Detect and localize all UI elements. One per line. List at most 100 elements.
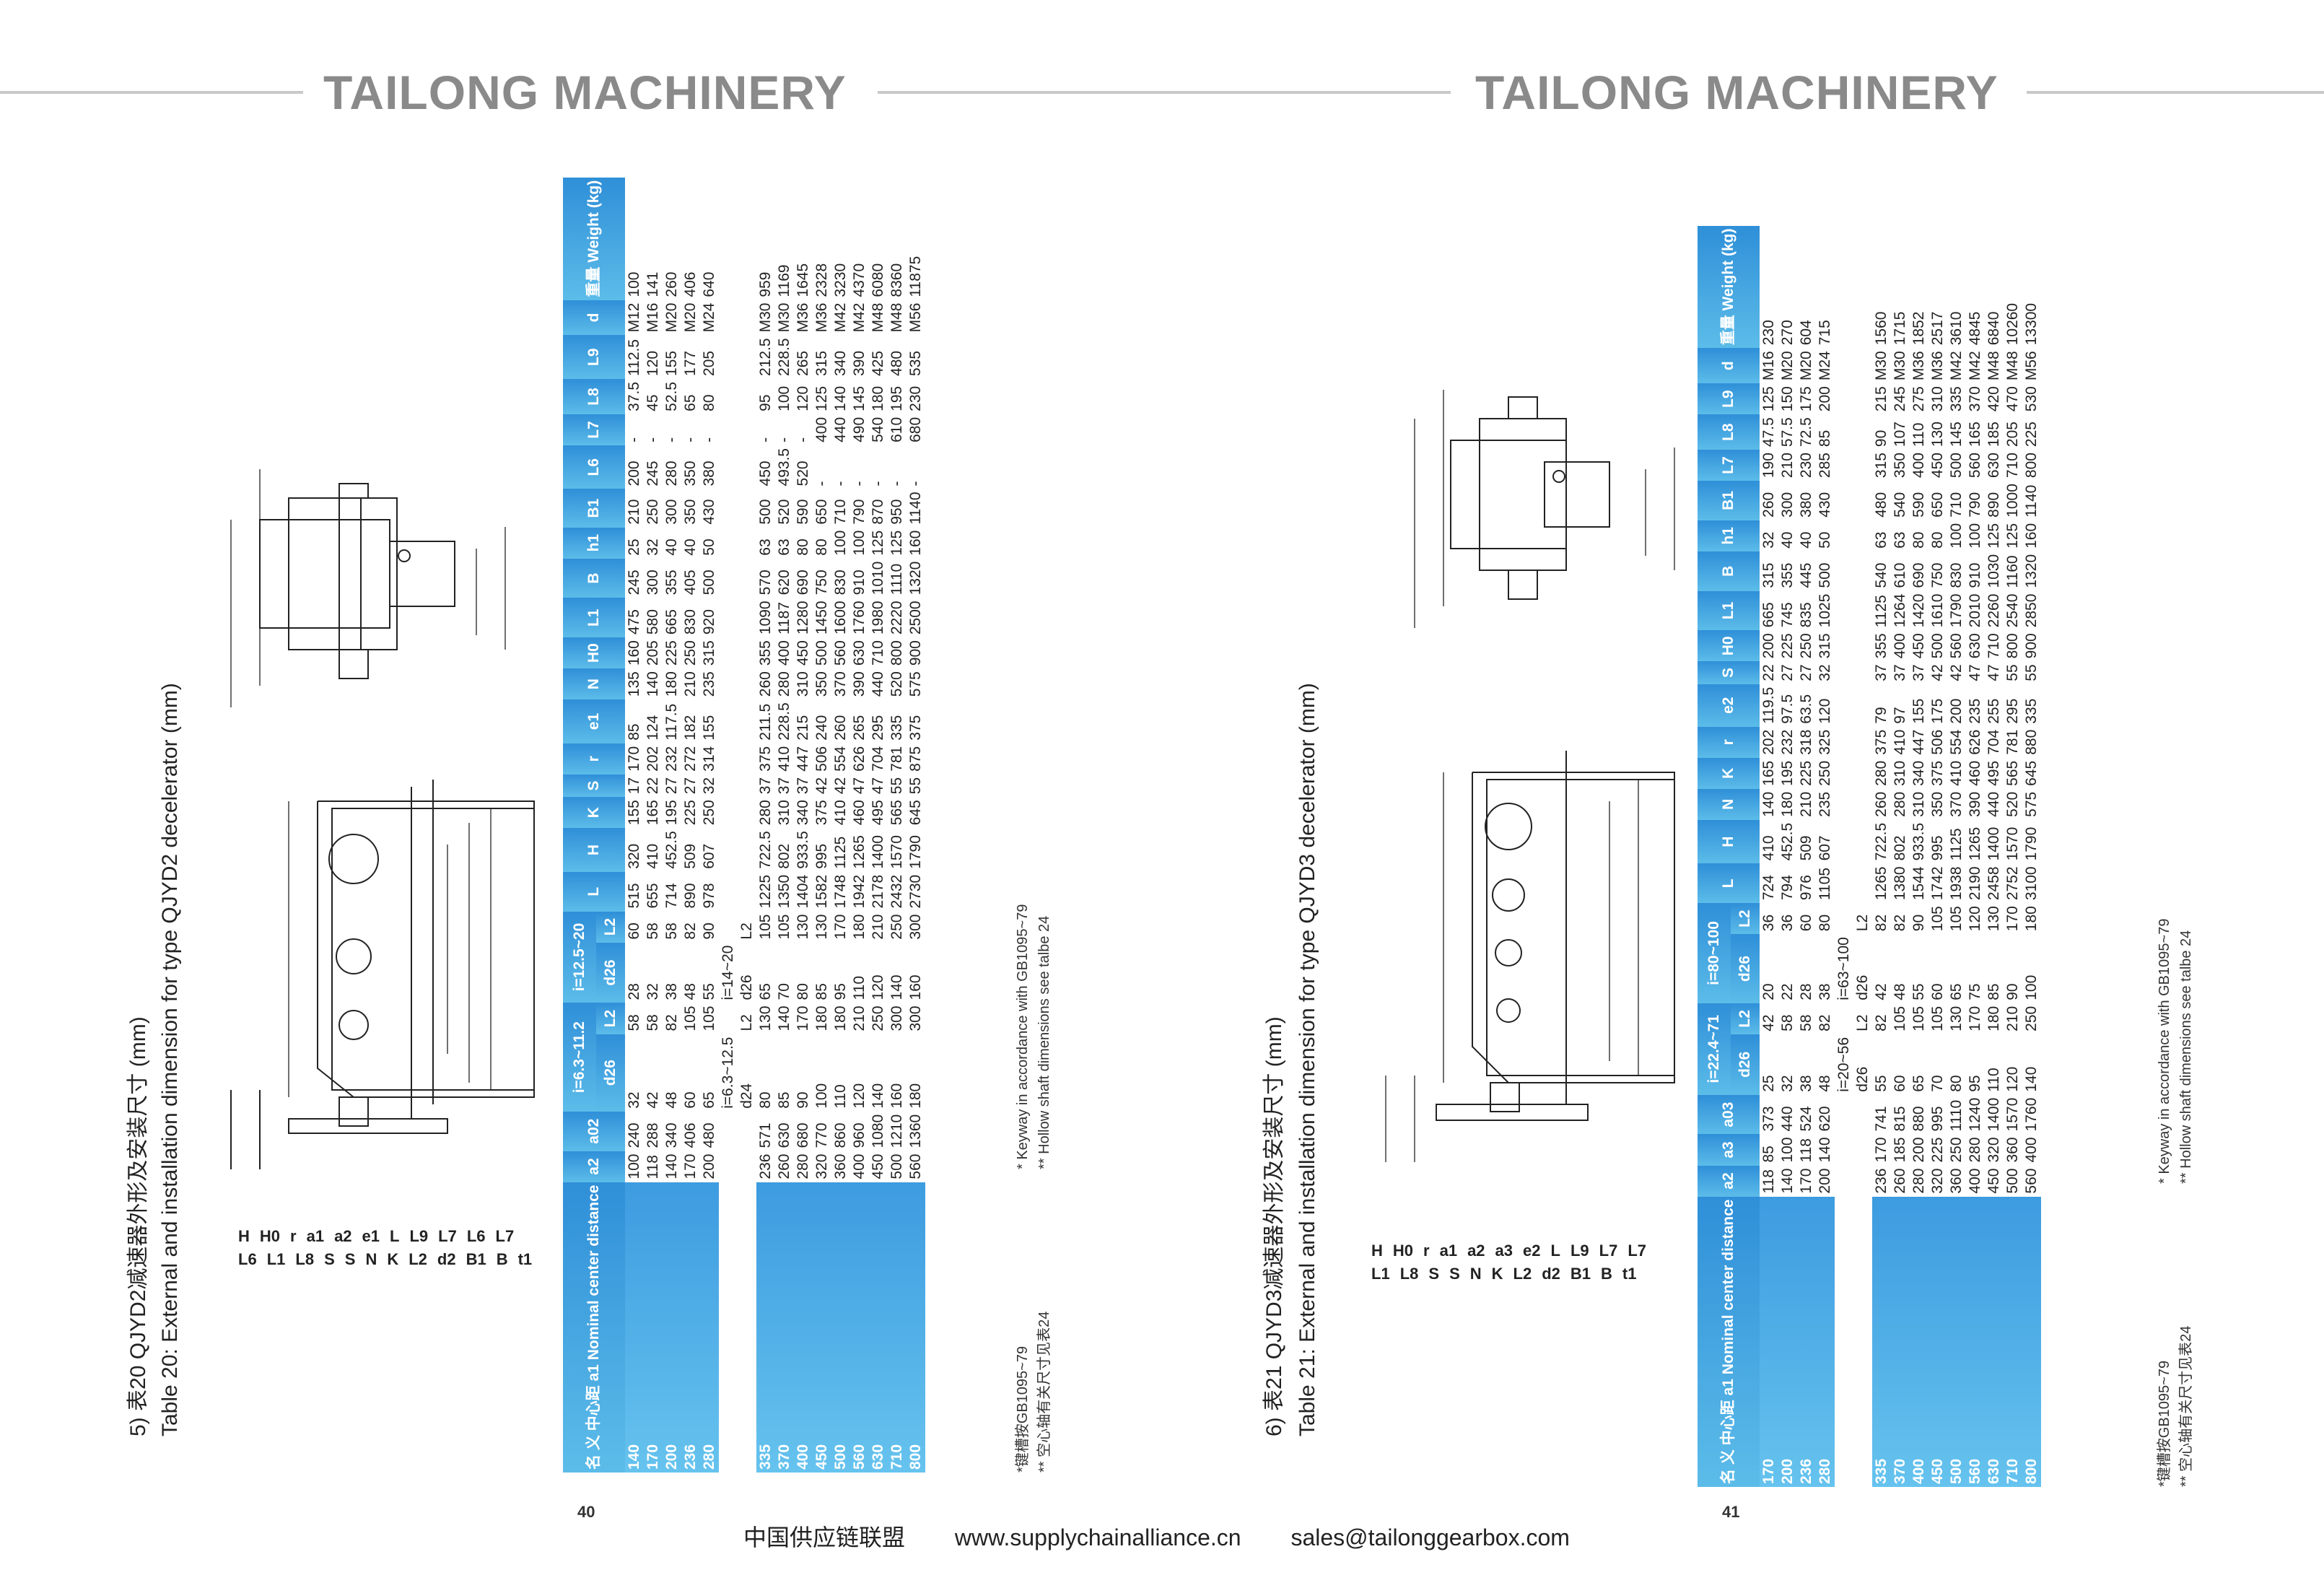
right-table-cell: 300 (1779, 492, 1796, 518)
right-dim-label: L7 (1599, 1242, 1618, 1260)
left-group2-ratio-cell (719, 300, 738, 336)
right-table-cell: 195 (1779, 760, 1796, 786)
right-table-cell: 630 (1967, 633, 1983, 659)
right-table-cell: 60 (1798, 914, 1814, 932)
right-table-cell: 900 (2023, 633, 2040, 659)
footer: 中国供应链联盟 www.supplychainalliance.cn sales… (743, 1519, 1653, 1553)
right-table-cell: 260 (1892, 1168, 1908, 1194)
left-table-cell: 105 (776, 914, 792, 940)
right-table-cell: 215 (1873, 386, 1890, 412)
right-table-cell: 781 (2004, 729, 2021, 755)
left-table-cell: 493.5 (776, 448, 792, 487)
right-table-cell: 70 (1929, 1075, 1946, 1092)
left-table-cell: 781 (888, 746, 905, 772)
left-center-distance-cell: 200 (663, 1182, 681, 1473)
right-table-cell: 63 (1892, 531, 1908, 549)
right-table-cell: 794 (1779, 875, 1796, 901)
right-table-cell: 120 (2004, 1066, 2021, 1092)
left-table-cell: M12 (626, 302, 642, 333)
right-dim-label: t1 (1622, 1265, 1637, 1283)
right-table-cell: 802 (1892, 835, 1908, 861)
right-table-cell: 1240 (1967, 1097, 1983, 1132)
right-table-cell: 58 (1798, 1014, 1814, 1031)
left-dim-label: N (365, 1250, 377, 1268)
right-table-cell: 160 (2023, 523, 2040, 549)
right-group2-sub-cell (1853, 520, 1872, 551)
left-table-cell: 130 (795, 914, 811, 940)
left-table-cell: 288 (645, 1122, 661, 1148)
right-table-cell: 230 (1798, 453, 1814, 479)
left-group2-ratio-cell (719, 699, 738, 743)
right-dim-label: L1 (1371, 1265, 1390, 1283)
right-table-cell: 715 (1817, 320, 1833, 346)
right-table-cell: 225 (1798, 760, 1814, 786)
header-rule-left-a (0, 91, 303, 94)
right-table-cell: 285 (1817, 453, 1833, 479)
left-table-cell: 212.5 (757, 338, 774, 376)
left-table-cell: 250 (645, 499, 661, 525)
right-table-cell: 95 (1967, 1075, 1983, 1092)
left-dim-label: L6 (238, 1250, 257, 1268)
footer-website[interactable]: www.supplychainalliance.cn (954, 1524, 1241, 1550)
right-table-cell: 260 (1873, 791, 1890, 817)
left-table-cell: 170 (682, 1153, 699, 1179)
left-table-cell: - (757, 437, 774, 442)
left-table-cell: 195 (888, 385, 905, 411)
right-notes-en: * Keyway in accordance with GB1095~79 **… (2154, 919, 2197, 1184)
right-table-cell: 1938 (1948, 866, 1965, 901)
left-group2-sub-cell (738, 828, 756, 872)
footer-email[interactable]: sales@tailonggearbox.com (1290, 1524, 1570, 1550)
right-table-cell: 155 (1910, 698, 1927, 724)
left-table-cell: 360 (832, 1153, 849, 1179)
right-table-cell: 235 (1817, 791, 1833, 817)
left-table-cell: 620 (776, 570, 792, 596)
left-table-cell: 480 (888, 350, 905, 376)
right-table-cell: 315 (1760, 562, 1777, 588)
left-table-cell: 195 (663, 800, 680, 826)
left-table-cell: 32 (645, 983, 661, 1000)
right-table-cell: M42 (1948, 351, 1965, 381)
right-table-cell: 410 (1948, 760, 1965, 786)
left-table-cell: 2328 (813, 263, 830, 297)
left-table-cell: 232 (663, 746, 680, 772)
left-table-cell: 452.5 (663, 831, 680, 869)
right-table-cell: 250 (1948, 1137, 1965, 1163)
left-table-cell: 120 (795, 385, 811, 411)
left-group2-ratio-cell (719, 414, 738, 445)
left-table-cell: 400 (776, 640, 792, 666)
right-table-cell: 79 (1873, 707, 1890, 724)
right-table-cell: 745 (1779, 602, 1796, 628)
left-header-ratio: i=6.3~11.2 (563, 1003, 596, 1112)
right-table-cell: 1790 (2023, 826, 2040, 861)
left-table-cell: 509 (682, 843, 699, 869)
left-table-cell: 722.5 (757, 831, 774, 869)
left-table-cell: 105 (701, 1005, 717, 1031)
left-table-cell: 82 (682, 922, 699, 940)
right-group2-ratio-cell (1835, 590, 1853, 631)
right-table-cell: 400 (1892, 633, 1908, 659)
left-table-cell: 118 (645, 1155, 661, 1179)
left-table-cell: 335 (888, 715, 905, 741)
left-table-cell: M24 (701, 302, 717, 333)
left-table-cell: 50 (701, 538, 717, 556)
left-table-cell: 1125 (832, 836, 849, 869)
page-number-left: 40 (577, 1503, 595, 1521)
right-table-cell: 315 (1817, 633, 1833, 659)
left-group2-sub-cell (738, 1151, 756, 1182)
left-table-cell: - (888, 481, 905, 487)
right-group2-sub-cell (1853, 726, 1872, 758)
left-table-cell: 63 (776, 538, 792, 556)
left-group2-ratio-cell (719, 828, 738, 872)
right-group2-ratio-cell (1835, 863, 1853, 904)
right-group2-ratio-cell (1835, 1165, 1853, 1197)
left-table-cell: 690 (795, 570, 811, 596)
right-group2-ratio-cell (1835, 551, 1853, 591)
right-table-cell: 245 (1892, 386, 1908, 412)
left-dim-label: L2 (409, 1250, 427, 1268)
left-group2-ratio-cell (719, 445, 738, 489)
left-table-cell: 65 (682, 394, 699, 411)
right-table-cell: 55 (1910, 983, 1927, 1000)
